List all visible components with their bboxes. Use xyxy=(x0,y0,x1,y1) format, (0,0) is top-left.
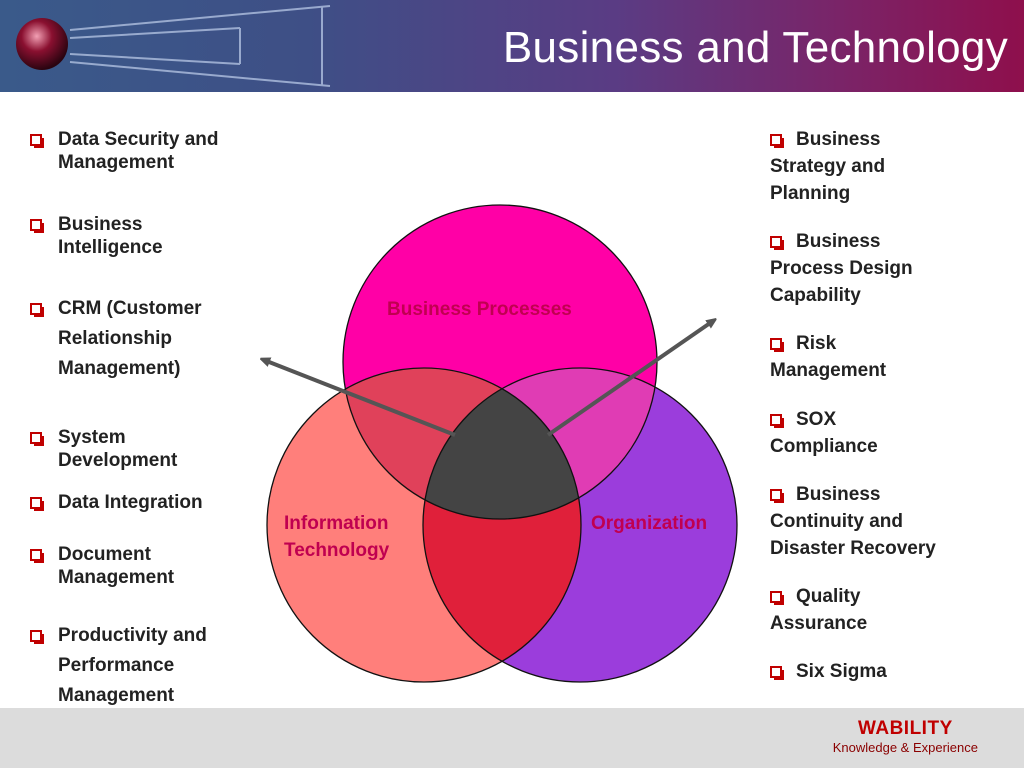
checkbox-bullet-icon xyxy=(30,549,44,563)
list-item-text: Continuity and xyxy=(770,511,903,532)
list-item-text: CRM (Customer xyxy=(58,298,202,319)
list-item: System Development xyxy=(28,426,268,472)
list-item: SOX Compliance xyxy=(770,406,1005,460)
checkbox-bullet-icon xyxy=(770,489,784,503)
label-line: Information xyxy=(284,513,389,534)
checkbox-bullet-icon xyxy=(30,134,44,148)
list-item: Data Security and Management xyxy=(28,128,268,174)
page-title: Business and Technology xyxy=(502,23,1008,72)
list-item: Quality Assurance xyxy=(770,583,1005,637)
checkbox-bullet-icon xyxy=(30,219,44,233)
checkbox-bullet-icon xyxy=(770,666,784,680)
list-item-text: Management) xyxy=(58,358,181,379)
list-item-text: Data Integration xyxy=(58,492,203,513)
checkbox-bullet-icon xyxy=(770,591,784,605)
list-item-text: Data Security and xyxy=(58,129,219,150)
brand-tagline: Knowledge & Experience xyxy=(832,740,978,755)
brand-name: WABILITY xyxy=(857,718,953,739)
list-item: CRM (Customer Relationship Management) xyxy=(28,294,268,384)
list-item: Six Sigma xyxy=(770,658,1005,685)
label-information-technology: Information Technology xyxy=(284,510,389,564)
label-business-processes: Business Processes xyxy=(387,299,572,320)
checkbox-bullet-icon xyxy=(30,630,44,644)
list-item-text: Quality xyxy=(796,586,861,607)
list-item: Document Management xyxy=(28,543,268,589)
list-item-text: SOX xyxy=(796,409,837,430)
checkbox-bullet-icon xyxy=(770,236,784,250)
brand-logo: WABILITY Knowledge & Experience xyxy=(833,718,978,756)
checkbox-bullet-icon xyxy=(30,303,44,317)
list-item-text: Business xyxy=(796,484,881,505)
list-item-text: Productivity and xyxy=(58,625,207,646)
list-item-text: Development xyxy=(58,450,178,471)
list-item-text: Management xyxy=(58,567,175,588)
list-item-text: Disaster Recovery xyxy=(770,538,936,559)
list-item-text: Management xyxy=(58,152,175,173)
list-item-text: System xyxy=(58,427,126,448)
list-item-text: Business xyxy=(796,231,881,252)
header-banner: Business and Technology xyxy=(0,0,1024,92)
list-item-text: Risk xyxy=(796,333,837,354)
checkbox-bullet-icon xyxy=(770,414,784,428)
list-item-text: Planning xyxy=(770,183,851,204)
label-line: Technology xyxy=(284,540,390,561)
arrow-left-icon xyxy=(264,360,456,437)
list-item-text: Capability xyxy=(770,285,861,306)
list-item-text: Six Sigma xyxy=(796,661,887,682)
list-item: Business Process Design Capability xyxy=(770,228,1005,309)
list-item: Data Integration xyxy=(28,491,268,514)
label-organization: Organization xyxy=(591,513,708,534)
checkbox-bullet-icon xyxy=(770,134,784,148)
list-item-text: Compliance xyxy=(770,436,878,457)
checkbox-bullet-icon xyxy=(770,338,784,352)
globe-logo-icon xyxy=(16,5,331,87)
list-item: Business Strategy and Planning xyxy=(770,126,1005,207)
venn-overlap-center xyxy=(423,368,581,519)
list-item-text: Strategy and xyxy=(770,156,886,177)
list-item-text: Business xyxy=(796,129,881,150)
checkbox-bullet-icon xyxy=(30,432,44,446)
list-item-text: Management xyxy=(770,360,887,381)
list-item: Productivity and Performance Management xyxy=(28,621,268,711)
checkbox-bullet-icon xyxy=(30,497,44,511)
arrow-right-icon xyxy=(546,321,713,437)
list-item: Risk Management xyxy=(770,330,1005,384)
list-item-text: Business xyxy=(58,214,143,235)
list-item-text: Management xyxy=(58,685,175,706)
list-item-text: Process Design xyxy=(770,258,913,279)
footer-bar: WABILITY Knowledge & Experience xyxy=(0,708,1024,768)
list-item: Business Continuity and Disaster Recover… xyxy=(770,481,1005,562)
list-item-text: Intelligence xyxy=(58,237,163,258)
list-item-text: Document xyxy=(58,544,151,565)
list-item-text: Performance xyxy=(58,655,175,676)
list-item-text: Assurance xyxy=(770,613,868,634)
list-item: Business Intelligence xyxy=(28,213,268,259)
list-item-text: Relationship xyxy=(58,328,173,349)
